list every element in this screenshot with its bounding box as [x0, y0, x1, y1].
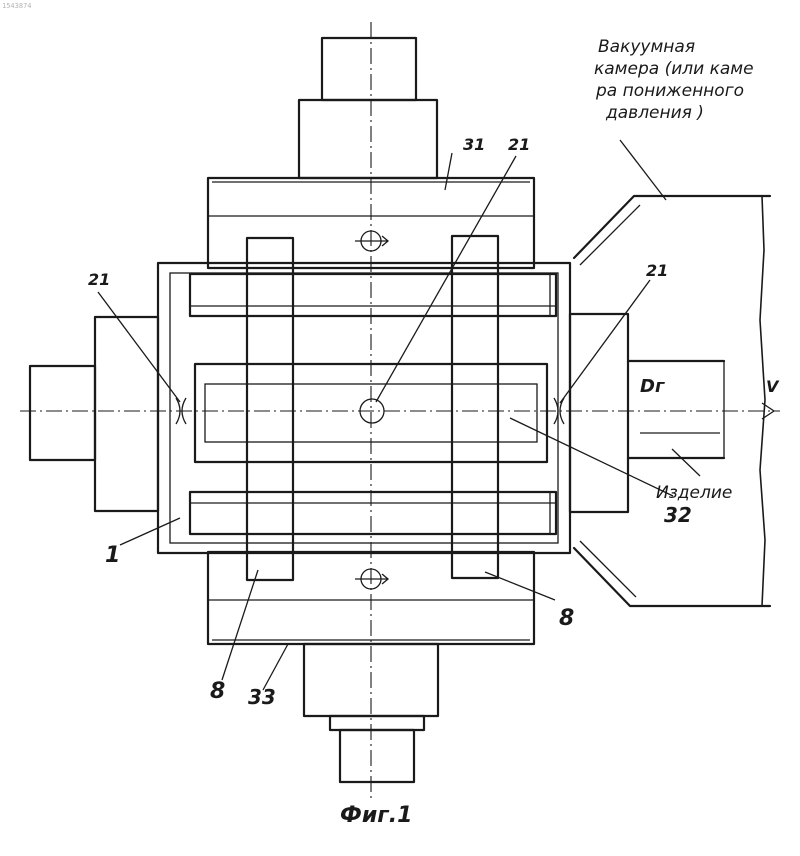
document-number: 1543874: [2, 2, 32, 10]
chamber-note-line2: камера (или каме: [594, 59, 754, 79]
label-8-left: 8: [210, 679, 225, 704]
chamber-note-line3: ра пониженного: [595, 81, 744, 101]
label-33: 33: [248, 685, 276, 709]
figure-caption: Фиг.1: [340, 803, 412, 828]
lower-bar: [190, 492, 556, 534]
right-flange: [570, 314, 628, 512]
vacuum-chamber: [574, 196, 770, 606]
label-21-left: 21: [88, 270, 110, 289]
label-1: 1: [105, 543, 120, 568]
chamber-note-line1: Вакуумная: [598, 37, 695, 57]
upper-bar: [190, 274, 556, 316]
flow-label: Dг: [640, 376, 665, 397]
label-8-right: 8: [559, 606, 574, 631]
top-shaft: [299, 38, 437, 178]
workpiece-label: Изделие: [656, 483, 732, 503]
right-strut-8: [452, 236, 498, 578]
left-strut-8: [247, 238, 293, 580]
label-32: 32: [664, 503, 692, 527]
label-21-right: 21: [646, 261, 668, 280]
velocity-label: V: [766, 377, 780, 396]
label-21-center: 21: [508, 135, 530, 154]
chamber-note-line4: давления ): [605, 103, 704, 123]
label-31: 31: [463, 135, 485, 154]
